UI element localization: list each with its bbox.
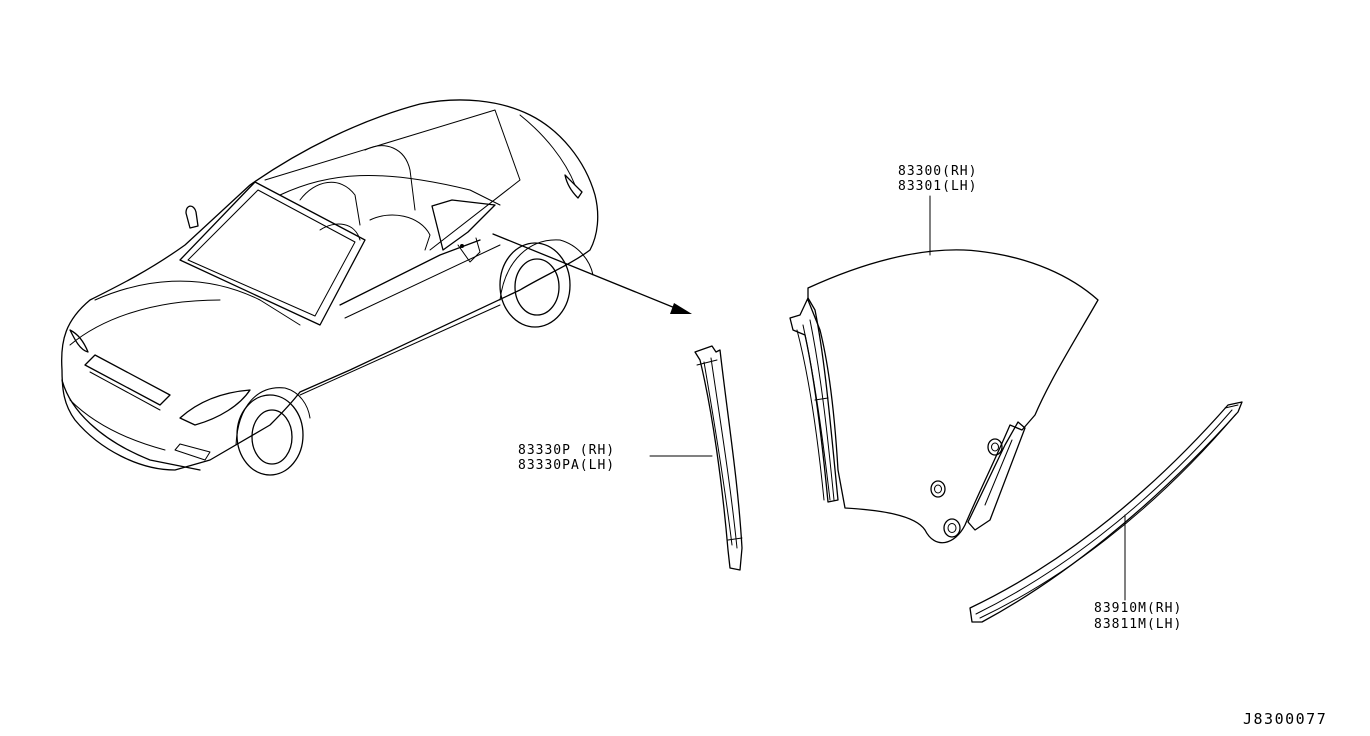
- glass-label-rh: 83300(RH): [898, 164, 977, 179]
- glass-part: [789, 249, 1099, 544]
- sash-label-lh: 83330PA(LH): [518, 458, 615, 473]
- moulding-label-rh: 83910M(RH): [1094, 601, 1182, 616]
- leader-lines: [649, 195, 1126, 601]
- moulding-part: [969, 401, 1243, 623]
- diagram-code: J8300077: [1243, 710, 1327, 728]
- sash-part: [694, 345, 743, 571]
- glass-label-lh: 83301(LH): [898, 179, 977, 194]
- direction-arrow: [492, 233, 692, 314]
- car-illustration: [61, 99, 599, 476]
- moulding-label-lh: 83811M(LH): [1094, 617, 1182, 632]
- sash-label-rh: 83330P (RH): [518, 443, 615, 458]
